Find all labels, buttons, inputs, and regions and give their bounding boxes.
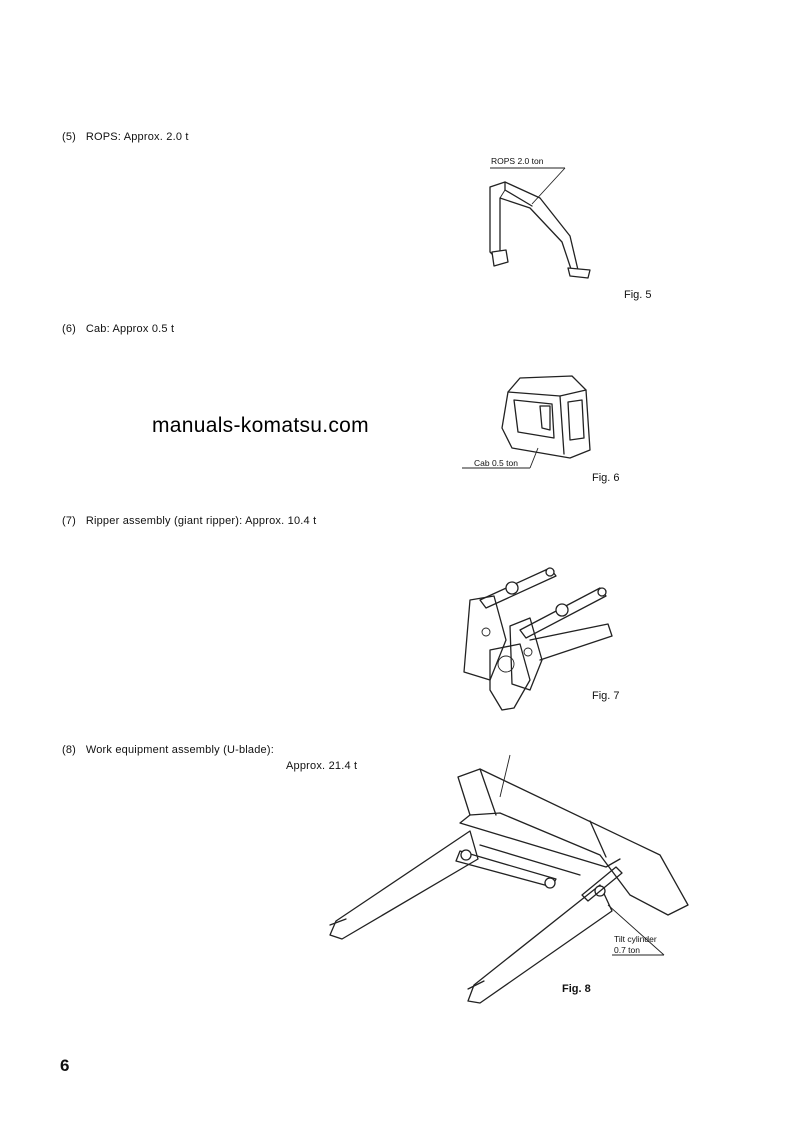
work-equipment-illustration xyxy=(329,754,689,1004)
item-7-text: Ripper assembly (giant ripper): Approx. … xyxy=(85,515,317,527)
fig-6-caption: Fig. 6 xyxy=(592,472,620,484)
item-8: (8) Work equipment assembly (U-blade): xyxy=(62,744,274,756)
item-7-number: (7) xyxy=(62,515,77,527)
page-number: 6 xyxy=(60,1056,70,1075)
fig-8-caption: Fig. 8 xyxy=(562,983,591,995)
item-8-number: (8) xyxy=(62,744,77,756)
item-6: (6) Cab: Approx 0.5 t xyxy=(62,323,174,335)
item-6-number: (6) xyxy=(62,323,77,335)
cab-callout: Cab 0.5 ton xyxy=(474,458,518,468)
tilt-cylinder-callout: Tilt cylinder 0.7 ton xyxy=(614,934,657,956)
cab-illustration xyxy=(462,375,591,469)
rops-illustration xyxy=(489,167,591,279)
tilt-cylinder-label: Tilt cylinder xyxy=(614,934,657,944)
item-6-text: Cab: Approx 0.5 t xyxy=(85,323,175,335)
item-5-number: (5) xyxy=(62,131,77,143)
item-5-text: ROPS: Approx. 2.0 t xyxy=(85,131,189,143)
fig-5-caption: Fig. 5 xyxy=(624,289,652,301)
ripper-illustration xyxy=(463,567,613,711)
item-8-continuation: Approx. 21.4 t xyxy=(286,760,358,772)
item-5: (5) ROPS: Approx. 2.0 t xyxy=(62,131,189,143)
rops-callout: ROPS 2.0 ton xyxy=(491,156,544,166)
watermark: manuals-komatsu.com xyxy=(152,414,369,437)
tilt-cylinder-weight: 0.7 ton xyxy=(614,945,640,955)
fig-7-caption: Fig. 7 xyxy=(592,690,620,702)
item-7: (7) Ripper assembly (giant ripper): Appr… xyxy=(62,515,316,527)
item-8-text: Work equipment assembly (U-blade): xyxy=(85,744,274,756)
